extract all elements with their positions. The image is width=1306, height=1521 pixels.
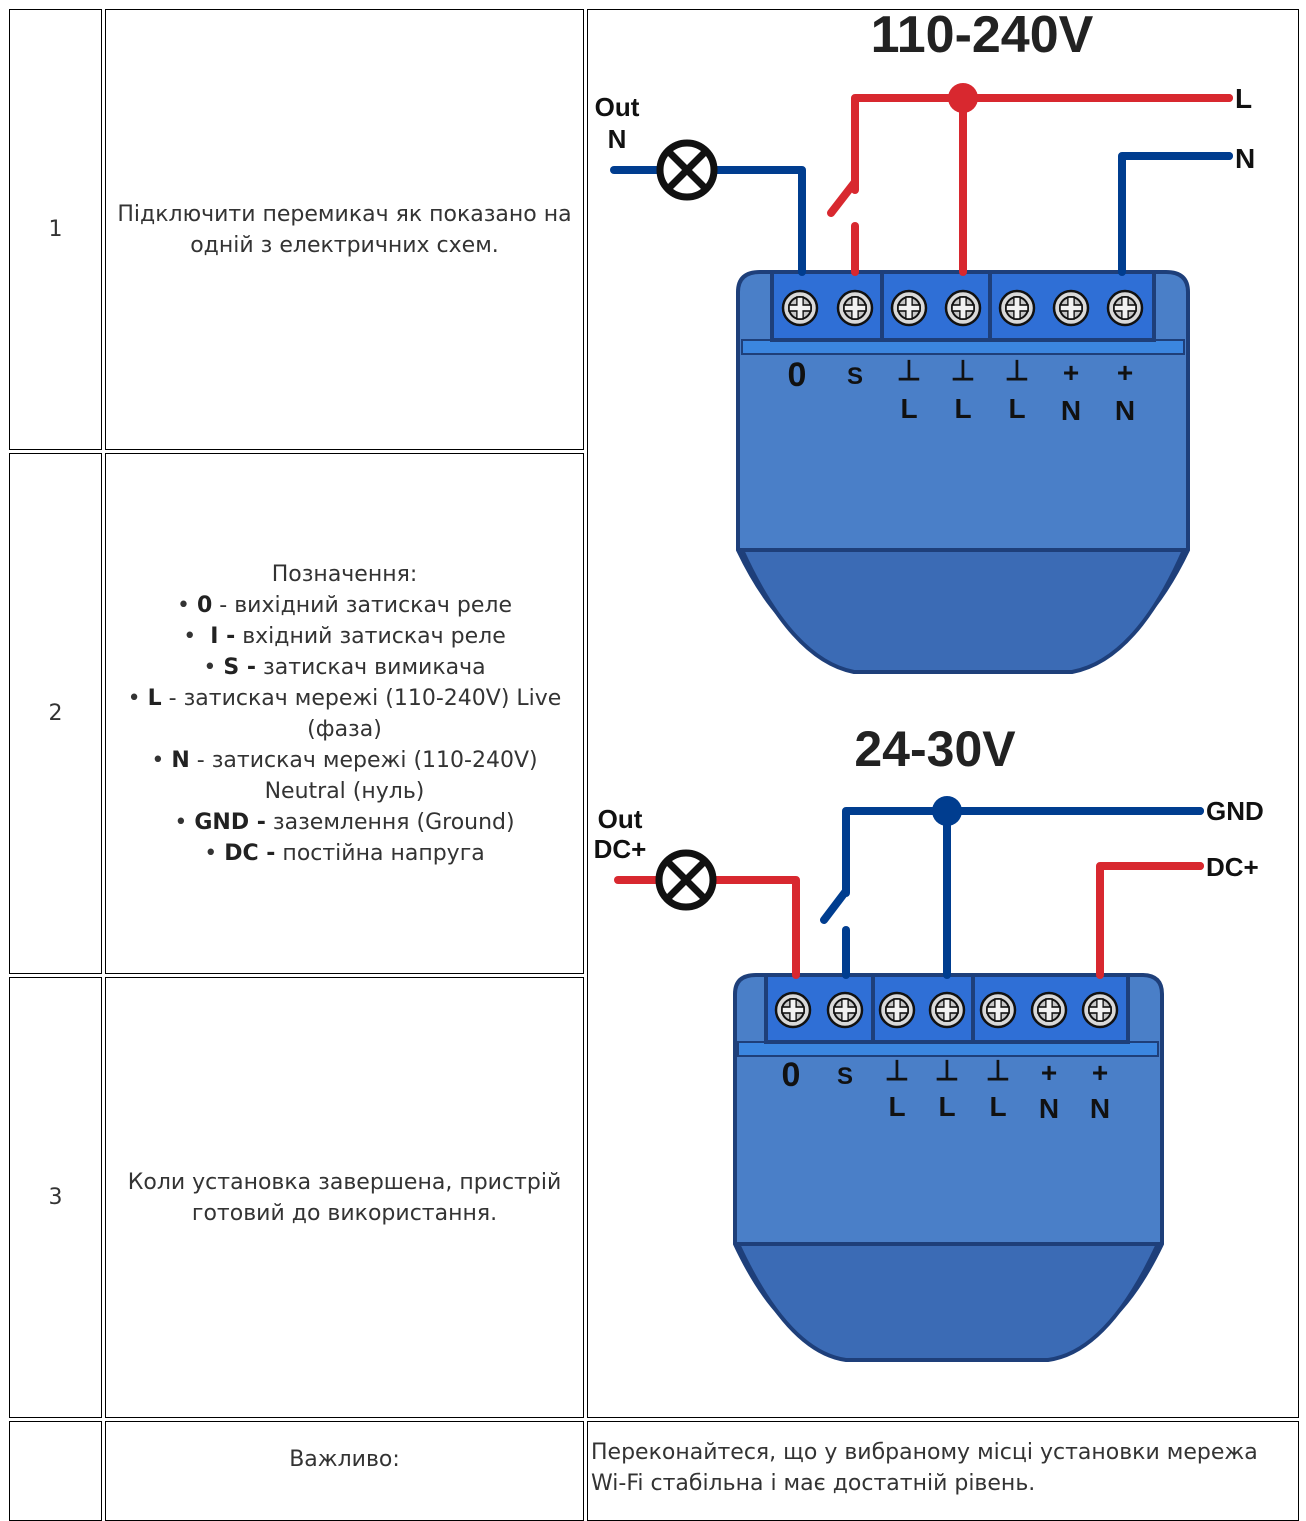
ac-term-sublabel: N [1115,395,1135,426]
ac-term-label: ⊥ [897,355,921,386]
dc-junction-dot [932,796,962,826]
ac-term-label: S [847,363,863,390]
dc-term-label: ⊥ [885,1055,909,1086]
important-note: Переконайтеся, що у вибраному місці уста… [591,1440,1258,1496]
dc-term-label: ⊥ [986,1055,1010,1086]
row1-number: 1 [48,217,63,242]
row3-number: 3 [48,1185,63,1210]
legend-title: Позначення: [271,561,418,587]
legend-item-s: • S - затискач вимикача [203,654,486,680]
dc-screw-n2 [1081,991,1119,1029]
dc-plus-label: DC+ [1206,852,1259,882]
dc-title: 24-30V [854,721,1016,777]
ac-live-wire [851,94,1233,194]
dc-term-label: 0 [782,1056,801,1094]
diagram-cell [587,9,1299,1418]
ac-load-label-bottom: N [608,124,627,154]
ac-term-sublabel: L [954,393,971,424]
ac-term-sublabel: L [1008,393,1025,424]
ac-junction-dot [948,83,978,113]
dc-term-sublabel: L [989,1091,1006,1122]
dc-term-sublabel: N [1090,1093,1110,1124]
ac-line-label: L [1235,83,1252,114]
legend-item-n: • N - затискач мережі (110-240V) Neutral… [151,747,538,804]
dc-term-label: ⊥ [935,1055,959,1086]
ac-title: 110-240V [871,6,1094,64]
dc-term-sublabel: L [888,1091,905,1122]
row3-text-cell [105,977,584,1418]
ac-term-label: ⊥ [951,355,975,386]
row3-text: Коли установка завершена, пристрій готов… [127,1169,562,1226]
ac-neutral-wire [1118,152,1233,276]
ac-screw-l1 [890,289,928,327]
ac-term-sublabel: L [900,393,917,424]
ac-switch-lever [827,178,859,217]
row1-text: Підключити перемикач як показано на одні… [117,201,572,258]
legend-block: Позначення: • 0 - вихідний затискач реле… [112,453,577,974]
dc-term-sublabel: N [1039,1093,1059,1124]
dc-plus-wire [1096,862,1204,979]
dc-screw-s [826,991,864,1029]
dc-screw-n1 [1030,991,1068,1029]
dc-term-label: + [1041,1057,1057,1088]
legend-item-gnd: • GND - заземлення (Ground) [174,809,515,835]
ac-screw-0 [781,289,819,327]
dc-screw-l1 [878,991,916,1029]
ac-term-label: + [1063,357,1079,388]
ac-term-label: 0 [788,356,807,394]
ac-term-label: ⊥ [1005,355,1029,386]
dc-gnd-label: GND [1206,796,1264,826]
dc-gnd-wire [842,807,1204,897]
ac-term-sublabel: N [1061,395,1081,426]
legend-item-l: • L - затискач мережі (110-240V) Live (ф… [127,685,562,742]
dc-term-label: S [837,1063,853,1090]
ac-screw-l2 [944,289,982,327]
ac-screw-n1 [1052,289,1090,327]
ac-term-label: + [1117,357,1133,388]
dc-term-label: + [1092,1057,1108,1088]
ac-lamp-icon [656,139,718,201]
dc-switch-lever [820,887,850,924]
row2-text-cell [105,453,584,974]
important-label: Важливо: [289,1446,400,1472]
legend-item-i: • I - вхідний затискач реле [183,623,506,649]
legend-item-0: • 0 - вихідний затискач реле [176,592,513,618]
dc-load-wire [710,876,800,979]
dc-load-label-bottom: DC+ [594,834,647,864]
ac-screw-s [836,289,874,327]
dc-term-sublabel: L [938,1091,955,1122]
dc-screw-0 [774,991,812,1029]
dc-lamp-icon [655,849,717,911]
legend-item-dc: • DC - постійна напруга [204,840,485,866]
ac-load-label-top: Out [595,92,640,122]
ac-diagram: 110-240V 0 S ⊥ ⊥ ⊥ + + L [595,6,1255,674]
dc-load-label-top: Out [598,804,643,834]
ac-neutral-label: N [1235,143,1255,174]
ac-screw-n2 [1106,289,1144,327]
ac-load-wire [710,166,806,276]
dc-device: 0 S ⊥ ⊥ ⊥ + + L L L N N [733,973,1164,1362]
ac-screw-l3 [998,289,1036,327]
dc-screw-l2 [928,991,966,1029]
row2-number-cell [9,453,102,974]
row2-number: 2 [48,701,63,726]
dc-screw-l3 [979,991,1017,1029]
ac-device: 0 S ⊥ ⊥ ⊥ + + L L L N N [736,270,1190,674]
row1-number-cell [9,9,102,450]
row1-text-cell [105,9,584,450]
dc-diagram: 24-30V 0 S ⊥ ⊥ ⊥ + + L L [594,721,1264,1362]
row3-number-cell [9,977,102,1418]
